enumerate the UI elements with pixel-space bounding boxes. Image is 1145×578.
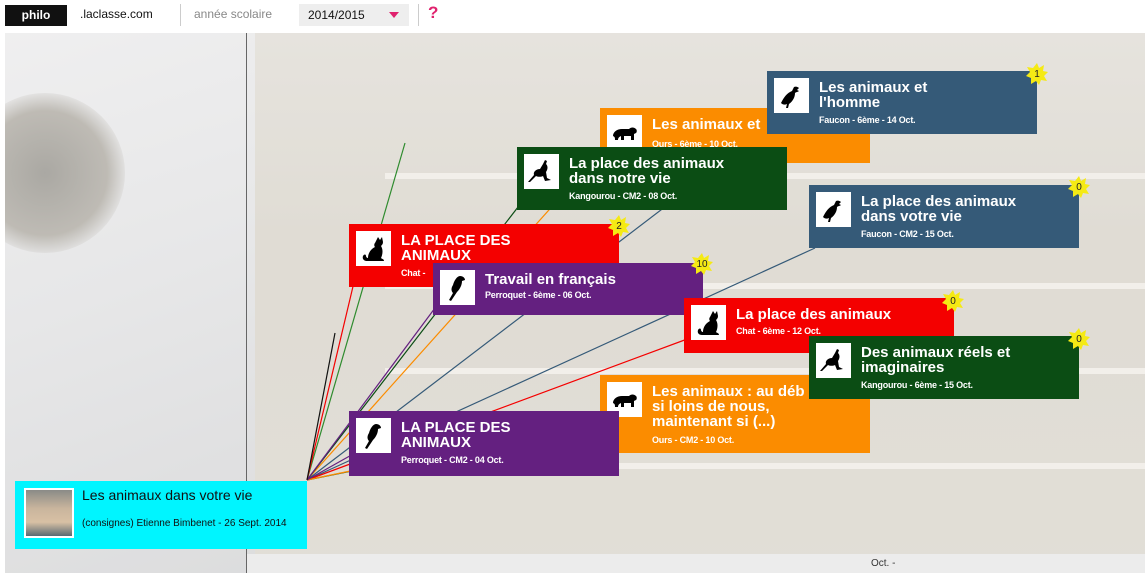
connector-line bbox=[306, 452, 356, 481]
starburst-icon bbox=[1026, 63, 1048, 85]
comment-count-badge[interactable]: 0 bbox=[1068, 176, 1090, 198]
card-title: Les animaux et l'homme bbox=[819, 79, 928, 111]
card-faucon-cm2[interactable]: La place des animaux dans votre vie Fauc… bbox=[809, 185, 1079, 248]
comment-count-badge[interactable]: 10 bbox=[691, 253, 713, 275]
app-brand[interactable]: philo bbox=[5, 5, 67, 26]
timeline-axis-label: Oct. - bbox=[871, 558, 896, 569]
caret-down-icon bbox=[389, 12, 399, 18]
starburst-icon bbox=[1068, 328, 1090, 350]
parrot-icon bbox=[440, 270, 475, 305]
card-title: La place des animaux bbox=[736, 306, 892, 323]
timeline-now-line bbox=[246, 33, 247, 573]
card-subtitle: Faucon - 6ème - 14 Oct. bbox=[819, 115, 916, 125]
connector-line bbox=[306, 277, 356, 481]
card-kangourou-cm2[interactable]: La place des animaux dans notre vie Kang… bbox=[517, 147, 787, 210]
badge-count: 1 bbox=[1034, 68, 1040, 80]
starburst-icon bbox=[1068, 176, 1090, 198]
card-title: Travail en français bbox=[485, 271, 616, 288]
school-year-select[interactable]: 2014/2015 bbox=[299, 4, 409, 26]
card-subtitle: Perroquet - 6ème - 06 Oct. bbox=[485, 290, 592, 300]
card-subtitle: Faucon - CM2 - 15 Oct. bbox=[861, 229, 954, 239]
badge-count: 0 bbox=[1076, 181, 1082, 193]
comment-count-badge[interactable]: 1 bbox=[1026, 63, 1048, 85]
cat-icon bbox=[356, 231, 391, 266]
comment-count-badge[interactable]: 2 bbox=[608, 215, 630, 237]
card-title: LA PLACE DES ANIMAUX bbox=[401, 232, 511, 264]
author-avatar bbox=[24, 488, 74, 538]
card-subtitle: Chat - 6ème - 12 Oct. bbox=[736, 326, 821, 336]
card-perroquet-6eme[interactable]: Travail en français Perroquet - 6ème - 0… bbox=[433, 263, 703, 315]
card-subtitle: Ours - CM2 - 10 Oct. bbox=[652, 435, 735, 445]
comment-count-badge[interactable]: 0 bbox=[1068, 328, 1090, 350]
school-year-label: année scolaire bbox=[194, 7, 273, 21]
bear-icon bbox=[607, 382, 642, 417]
card-subtitle: Perroquet - CM2 - 04 Oct. bbox=[401, 455, 504, 465]
school-year-value: 2014/2015 bbox=[308, 8, 365, 22]
parrot-icon bbox=[356, 418, 391, 453]
connector-line bbox=[306, 332, 336, 481]
top-bar: philo .laclasse.com année scolaire 2014/… bbox=[0, 0, 1145, 30]
vulture-icon bbox=[816, 192, 851, 227]
card-perroquet-cm2[interactable]: LA PLACE DES ANIMAUX Perroquet - CM2 - 0… bbox=[349, 411, 619, 476]
starburst-icon bbox=[691, 253, 713, 275]
badge-count: 0 bbox=[1076, 333, 1082, 345]
bear-icon bbox=[607, 115, 642, 150]
connector-line bbox=[306, 307, 436, 481]
kangaroo-icon bbox=[816, 343, 851, 378]
timeline-axis bbox=[247, 554, 1145, 573]
card-kangourou-6eme[interactable]: Des animaux réels et imaginaires Kangour… bbox=[809, 336, 1079, 399]
root-subtitle: (consignes) Etienne Bimbenet - 26 Sept. … bbox=[82, 518, 287, 529]
card-subtitle: Ours - 6ème - 10 Oct. bbox=[652, 139, 738, 149]
cat-icon bbox=[691, 305, 726, 340]
card-faucon-6eme[interactable]: Les animaux et l'homme Faucon - 6ème - 1… bbox=[767, 71, 1037, 134]
help-button[interactable]: ? bbox=[428, 3, 439, 22]
divider bbox=[180, 4, 181, 26]
divider bbox=[418, 4, 419, 26]
background-shelf bbox=[385, 463, 1145, 469]
root-title: Les animaux dans votre vie bbox=[82, 487, 253, 503]
root-card[interactable]: Les animaux dans votre vie (consignes) E… bbox=[15, 481, 307, 549]
comment-count-badge[interactable]: 0 bbox=[942, 290, 964, 312]
card-title: Les animaux et bbox=[652, 116, 761, 133]
kangaroo-icon bbox=[524, 154, 559, 189]
card-title: La place des animaux dans notre vie bbox=[569, 155, 725, 187]
vulture-icon bbox=[774, 78, 809, 113]
card-subtitle: Kangourou - 6ème - 15 Oct. bbox=[861, 380, 973, 390]
background-shelf bbox=[385, 283, 1145, 289]
connector-line bbox=[306, 142, 406, 481]
card-title: LA PLACE DES ANIMAUX bbox=[401, 419, 511, 451]
card-subtitle: Kangourou - CM2 - 08 Oct. bbox=[569, 191, 678, 201]
card-subtitle: Chat - bbox=[401, 268, 426, 278]
badge-count: 0 bbox=[950, 295, 956, 307]
starburst-icon bbox=[608, 215, 630, 237]
timeline-stage[interactable]: Oct. - Les animaux et Ours - 6ème - 10 O… bbox=[5, 33, 1145, 573]
card-title: La place des animaux dans votre vie bbox=[861, 193, 1017, 225]
background-shelf bbox=[385, 368, 1145, 374]
badge-count: 10 bbox=[696, 258, 708, 270]
site-domain: .laclasse.com bbox=[80, 7, 153, 21]
starburst-icon bbox=[942, 290, 964, 312]
card-title: Les animaux : au déb si loins de nous, m… bbox=[652, 383, 805, 430]
card-title: Des animaux réels et imaginaires bbox=[861, 344, 1011, 376]
badge-count: 2 bbox=[616, 220, 622, 232]
